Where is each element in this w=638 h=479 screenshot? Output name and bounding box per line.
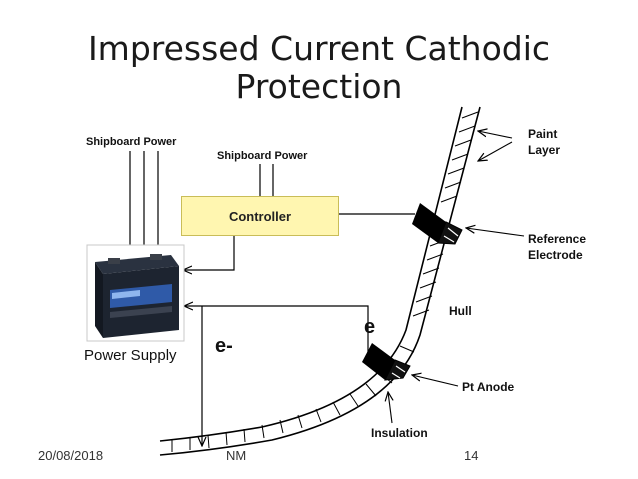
reference-electrode-label-line-1: Reference — [528, 232, 587, 246]
anode-to-battery-wire — [184, 306, 369, 353]
reference-electrode-label-line-2: Electrode — [528, 248, 583, 262]
footer-page-number: 14 — [464, 448, 479, 463]
electron-label-left: e- — [215, 335, 233, 357]
anode-hatch — [391, 365, 406, 379]
reference-electrode-pointer — [466, 228, 525, 237]
footer-author: NM — [226, 448, 247, 463]
insulation-label: Insulation — [371, 426, 428, 440]
paint-layer-pointer-2 — [478, 141, 513, 161]
shipboard-power-label-center: Shipboard Power — [217, 150, 308, 162]
pt-anode-label: Pt Anode — [462, 380, 515, 394]
shipboard-power-label-left: Shipboard Power — [86, 136, 177, 148]
slide-title: Impressed Current Cathodic Protection — [60, 30, 578, 106]
hull-outer-line — [159, 106, 463, 442]
hull-inner-line — [159, 106, 481, 456]
insulation-pointer — [388, 392, 392, 424]
reference-electrode-label: Reference Electrode — [528, 231, 586, 263]
reference-electrode-tip — [437, 221, 463, 245]
battery-icon — [86, 244, 185, 342]
footer-date: 20/08/2018 — [38, 448, 104, 463]
power-supply-label: Power Supply — [84, 347, 177, 364]
paint-layer-label-line-2: Layer — [528, 143, 561, 157]
paint-layer-label: Paint Layer — [528, 126, 560, 158]
hull-label: Hull — [449, 304, 472, 318]
anode-block — [362, 343, 395, 380]
reference-electrode-block — [412, 203, 446, 243]
reference-electrode-hatch — [443, 227, 459, 243]
anode-tip — [384, 359, 411, 381]
title-line-2: Protection — [235, 67, 403, 106]
controller-to-battery-wire — [183, 236, 235, 270]
title-line-1: Impressed Current Cathodic — [87, 29, 551, 68]
paint-layer-pointer-1 — [478, 131, 513, 139]
controller-label: Controller — [228, 208, 292, 224]
pt-anode-pointer — [412, 375, 459, 387]
electron-label-right: e — [364, 316, 376, 338]
shipboard-power-wires-center — [259, 164, 274, 196]
hull-hatching — [171, 111, 479, 452]
shipboard-power-wires-left — [129, 151, 159, 253]
controller-box: Controller — [181, 196, 339, 236]
paint-layer-label-line-1: Paint — [528, 127, 558, 141]
